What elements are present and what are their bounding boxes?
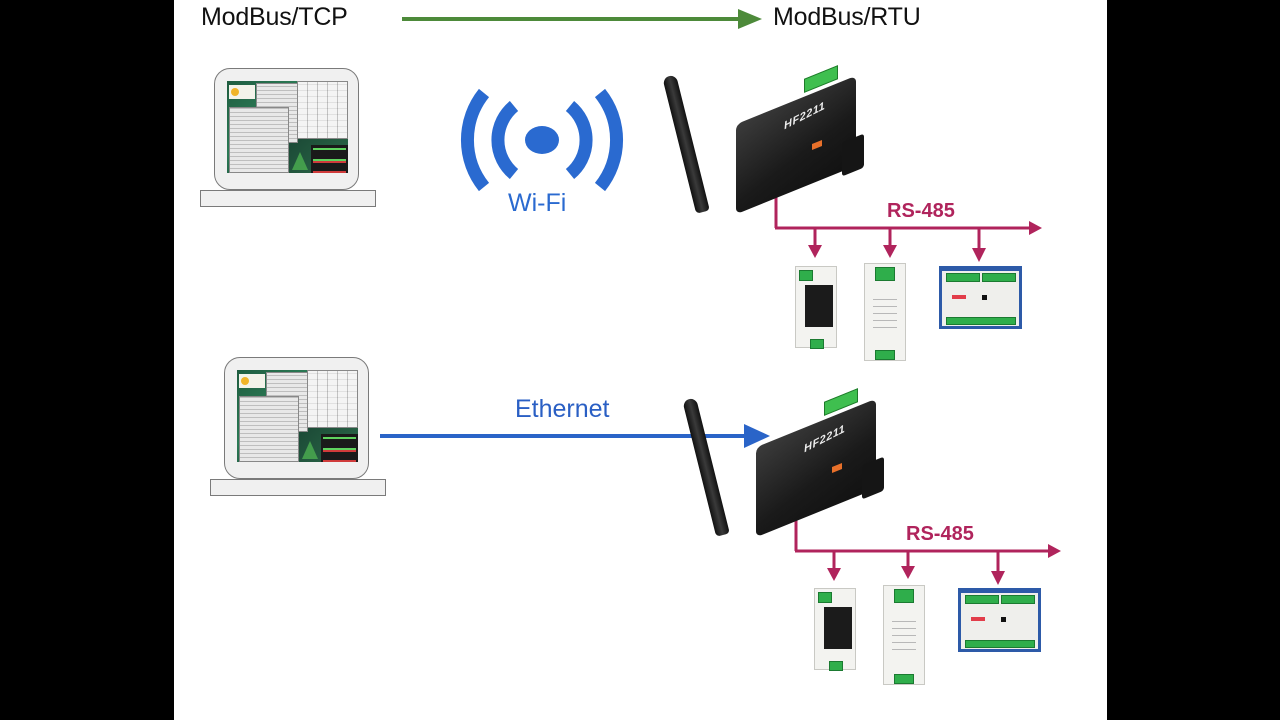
rtu-device-io: [864, 263, 906, 361]
software-logo: [239, 374, 265, 388]
wifi-label: Wi-Fi: [508, 189, 567, 217]
digital-display: [321, 434, 358, 462]
gateway-bottom: HF2211: [682, 383, 894, 543]
modbus-tcp-label: ModBus/TCP: [201, 3, 348, 31]
rs485-bus-top: [774, 188, 1042, 262]
rtu-device-controller: [939, 266, 1022, 329]
diagram-slide: ModBus/TCP ModBus/RTU: [174, 0, 1107, 720]
protocol-arrow: [402, 9, 762, 29]
rtu-device-io: [883, 585, 925, 685]
ethernet-label: Ethernet: [515, 395, 610, 423]
gateway-body: [756, 398, 876, 538]
laptop-base: [200, 190, 376, 207]
rs485-label-bottom: RS-485: [906, 523, 974, 545]
scada-screenshot: [227, 81, 348, 173]
laptop-screen-bezel: [214, 68, 359, 190]
rtu-device-meter: [795, 266, 837, 349]
software-logo: [229, 85, 255, 99]
rtu-device-controller: [958, 588, 1041, 652]
mounting-ear: [862, 456, 884, 500]
gateway-body: [736, 75, 856, 215]
rs485-label-top: RS-485: [887, 200, 955, 222]
ethernet-arrow: [380, 424, 770, 448]
laptop-base: [210, 479, 386, 496]
mounting-ear: [842, 133, 864, 177]
digital-display: [311, 145, 348, 173]
connector-layer: [380, 9, 1061, 585]
laptop-screen-bezel: [224, 357, 369, 479]
scada-screenshot: [237, 370, 358, 462]
modbus-rtu-label: ModBus/RTU: [773, 3, 921, 31]
rtu-device-meter: [814, 588, 856, 671]
wifi-icon: [461, 88, 623, 192]
gateway-top: HF2211: [662, 60, 874, 220]
